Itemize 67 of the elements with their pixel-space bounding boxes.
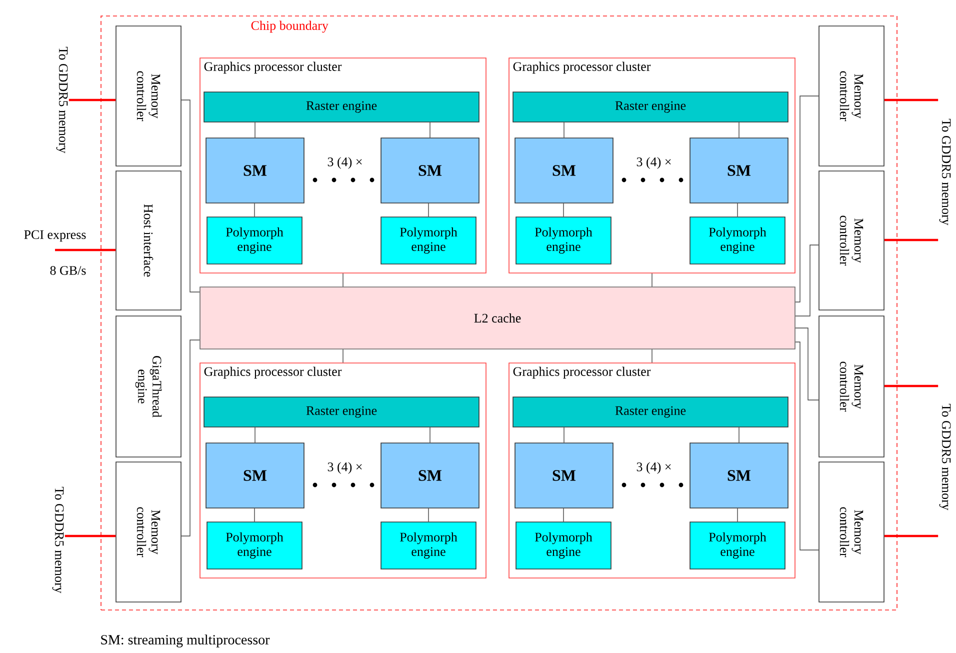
signal-line xyxy=(884,98,938,102)
signal-line xyxy=(68,98,116,102)
engine-box: Polymorph engine xyxy=(206,522,302,570)
controller-box: GigaThread engine xyxy=(116,316,182,458)
connector-line xyxy=(254,427,256,443)
multiplier-label: 3 (4) × xyxy=(636,157,671,169)
caption: SM: streaming multiprocessor xyxy=(101,634,270,648)
multiplier-label: 3 (4) × xyxy=(328,462,362,474)
connector-line xyxy=(795,342,819,550)
engine-box: Polymorph engine xyxy=(206,216,302,264)
connector-label: PCI express xyxy=(24,230,86,242)
connector-line xyxy=(795,328,819,400)
processor-box: SM xyxy=(514,442,614,508)
connector-line xyxy=(181,340,200,536)
processor-box: SM xyxy=(380,442,480,508)
connector-line xyxy=(254,203,255,217)
controller-box: Memory controller xyxy=(116,462,182,602)
engine-box: Polymorph engine xyxy=(516,216,612,264)
signal-line xyxy=(884,238,938,242)
signal-line xyxy=(884,534,938,538)
connector-line xyxy=(795,96,819,302)
signal-line xyxy=(55,248,116,252)
signal-line xyxy=(64,534,116,538)
connector-line xyxy=(254,122,256,138)
processor-box: SM xyxy=(206,442,304,508)
beside-label: 8 GB/s xyxy=(50,266,86,275)
processor-box: SM xyxy=(380,138,480,204)
engine-box: Polymorph engine xyxy=(690,216,786,264)
connector-line xyxy=(795,244,819,316)
engine-box: Polymorph engine xyxy=(380,522,476,570)
connector-label: To GDDR5 memory xyxy=(939,404,951,510)
multiplier-label: 3 (4) × xyxy=(328,157,362,169)
connector-line xyxy=(563,203,564,217)
connector-line xyxy=(428,203,429,217)
processor-box: SM xyxy=(690,442,788,508)
connector-line xyxy=(254,508,255,522)
connector-line xyxy=(737,203,738,217)
connector-label: To GDDR5 memory xyxy=(939,118,951,226)
processor-box: SM xyxy=(206,138,304,204)
connector-line xyxy=(181,100,200,292)
signal-line xyxy=(884,384,938,388)
processor-box: SM xyxy=(514,138,614,204)
connector-label: To GDDR5 memory xyxy=(56,46,68,154)
connector-line xyxy=(738,122,740,138)
controller-box: Memory controller xyxy=(818,170,884,310)
connector-line xyxy=(563,508,564,522)
connector-line xyxy=(342,349,344,363)
engine-box: Polymorph engine xyxy=(516,522,612,570)
connector-line xyxy=(428,508,429,522)
engine-box: Polymorph engine xyxy=(380,216,476,264)
controller-box: Memory controller xyxy=(116,26,182,166)
controller-box: Memory controller xyxy=(818,26,884,166)
connector-line xyxy=(342,273,344,287)
cache-box: L2 cache xyxy=(200,286,796,350)
controller-box: Memory controller xyxy=(818,462,884,602)
controller-box: Memory controller xyxy=(818,316,884,458)
controller-box: Host interface xyxy=(116,170,182,310)
connector-line xyxy=(738,427,740,443)
engine-box: Raster engine xyxy=(512,92,788,122)
connector-label: To GDDR5 memory xyxy=(52,486,64,594)
engine-box: Raster engine xyxy=(512,396,788,428)
connector-line xyxy=(737,508,738,522)
processor-box: SM xyxy=(690,138,788,204)
engine-box: Polymorph engine xyxy=(690,522,786,570)
engine-box: Raster engine xyxy=(204,92,480,122)
multiplier-label: 3 (4) × xyxy=(636,462,671,474)
engine-box: Raster engine xyxy=(204,396,480,428)
